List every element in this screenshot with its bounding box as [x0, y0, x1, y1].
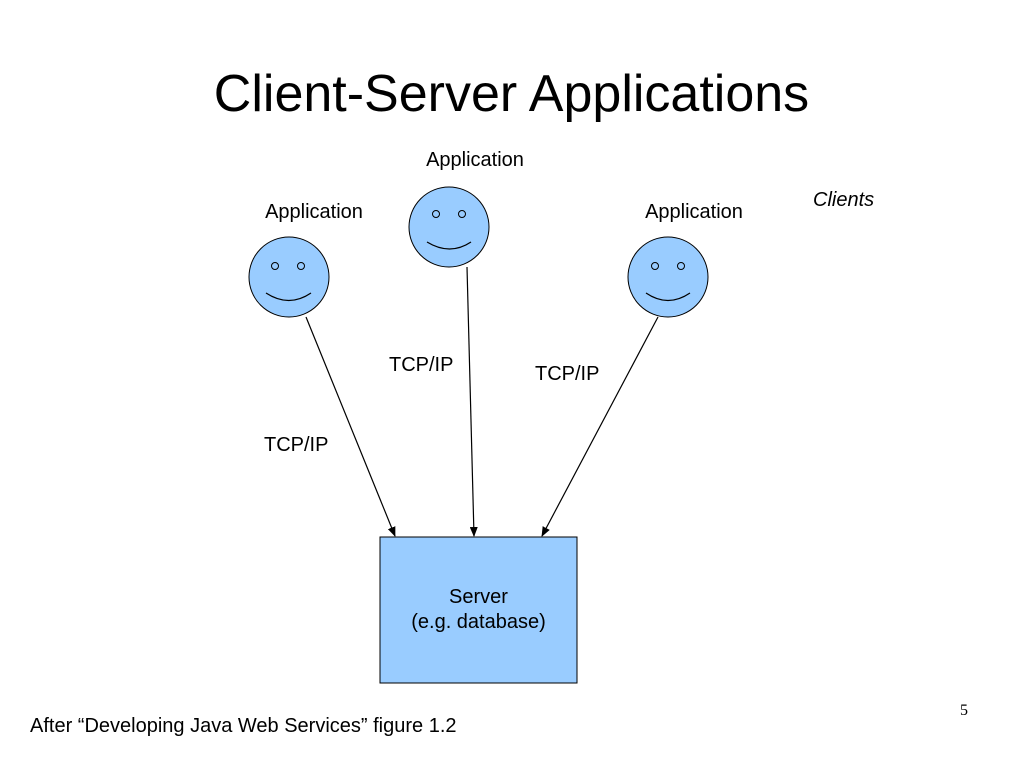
connection-center: [466, 266, 478, 537]
protocol-label-right: TCP/IP: [535, 363, 600, 385]
smiley-face-icon: [408, 186, 490, 268]
connection-right: [541, 316, 659, 537]
server-label: Server (e.g. database): [380, 585, 577, 635]
protocol-label-center: TCP/IP: [389, 354, 454, 376]
application-label-center: Application: [426, 149, 524, 171]
smiley-face-icon: [248, 236, 330, 318]
connection-left: [305, 316, 396, 537]
application-label-right: Application: [645, 201, 743, 223]
figure-caption: After “Developing Java Web Services” fig…: [30, 715, 457, 737]
page-number: 5: [960, 702, 968, 719]
smiley-face-icon: [627, 236, 709, 318]
server-box: [379, 536, 578, 684]
slide-title: Client-Server Applications: [213, 65, 810, 123]
protocol-label-left: TCP/IP: [264, 434, 329, 456]
server-subtitle: (e.g. database): [411, 611, 546, 633]
server-title: Server: [449, 586, 508, 608]
application-label-left: Application: [265, 201, 363, 223]
clients-label: Clients: [813, 189, 875, 211]
